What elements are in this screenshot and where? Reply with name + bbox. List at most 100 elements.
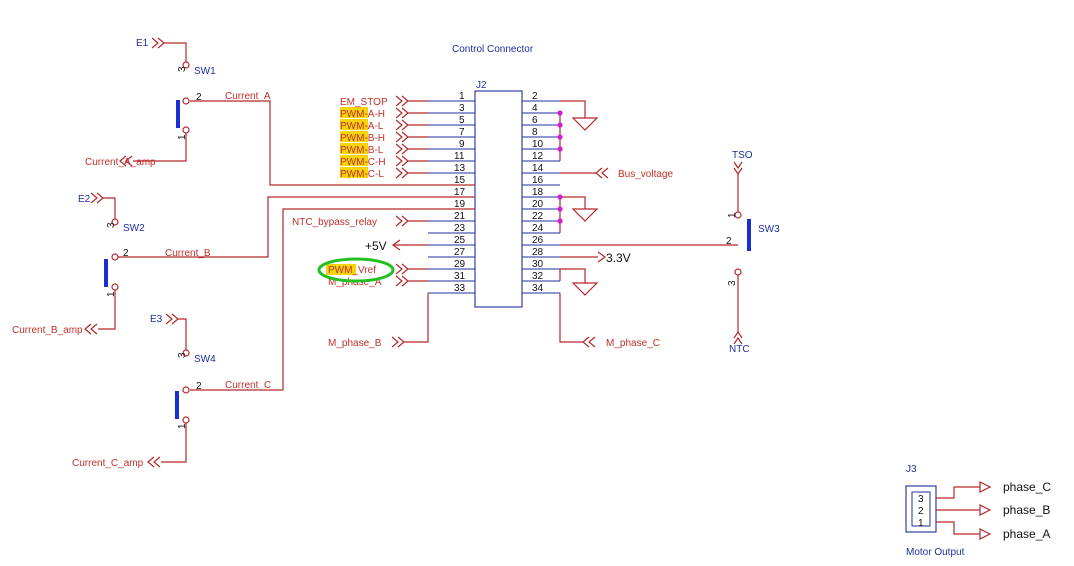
j2-left-pin-stubs [428,100,475,294]
pin-number: 3 [177,352,188,358]
pin-number: 15 [454,175,466,186]
sw3-ref: SW3 [758,224,780,235]
j2-right-pin-numbers: 2 4 6 8 10 12 14 16 18 20 22 24 26 28 30… [532,91,544,294]
annotation-circle [317,257,395,283]
net-label-m-phase-b: M_phase_B [328,338,382,349]
pin-number: 4 [532,103,538,114]
pin-number: 17 [454,187,466,198]
pin-number: 31 [454,271,466,282]
sw2-ref: SW2 [123,223,145,234]
pin-number: 30 [532,259,544,270]
pin-number: 1 [106,291,117,297]
switch-sw4: E3 SW4 Current_C Current_C_amp 3 2 1 [72,313,271,469]
pin-number: 2 [918,506,924,517]
v33-arrow [560,251,607,263]
net-label-pwm-vref: PWM_Vref [328,265,376,276]
m-phase-c-wire [559,293,596,348]
sw4-out-label: Current_C [225,380,271,391]
current-routing-wires [117,100,475,391]
sw2-in-label: E2 [78,194,91,205]
pwm-highlights [326,107,368,275]
pin-number: 27 [454,247,466,258]
right-ground-wiring [559,100,586,283]
sw3-bottom-label: NTC [729,344,750,355]
pin-number: 5 [459,115,465,126]
pin-number: 3 [177,66,188,72]
pin-number: 12 [532,151,544,162]
pin-number: 21 [454,211,466,222]
pin-number: 28 [532,247,544,258]
pin-number: 23 [454,223,466,234]
j3-caption: Motor Output [906,547,965,558]
sw4-in-label: E3 [150,314,163,325]
pin-number: 3 [727,280,738,286]
pin-number: 1 [727,212,738,218]
sw3-top-label: TSO [732,150,753,161]
m-phase-b-wire [391,293,429,348]
bus-voltage-flag [560,167,609,179]
sw4-ref: SW4 [194,354,216,365]
j3-connector: J3 3 2 1 phase_C phase_B phase_A Motor O… [905,464,1051,558]
pin-number: 2 [532,91,538,102]
sw4-amp-label: Current_C_amp [72,458,144,469]
pin-number: 9 [459,139,465,150]
pin-number: 3 [918,494,924,505]
sw1-amp-label: Current_A_amp [85,157,156,168]
net-label-pwm-c-l: PWM-C-L [340,169,384,180]
switch-sw1: E1 SW1 Current_A Current_A_amp 3 2 1 [85,37,271,168]
pin-number: 24 [532,223,544,234]
switch-sw3: TSO NTC SW3 1 2 3 [726,150,780,355]
pin-number: 2 [196,381,202,392]
pin-number: 1 [459,91,465,102]
net-label-pwm-a-h: PWM-A-H [340,109,385,120]
pin-number: 1 [177,134,188,140]
pin-number: 20 [532,199,544,210]
j3-ref: J3 [906,464,917,475]
sw2-amp-label: Current_B_amp [12,325,83,336]
connector-ref: J2 [476,80,487,91]
pin-number: 1 [177,423,188,429]
pin-number: 16 [532,175,544,186]
connector-title: Control Connector [452,44,534,55]
pin-number: 3 [459,103,465,114]
power-label-5v: +5V [365,239,387,253]
sw1-out-label: Current_A [225,91,271,102]
net-label-m-phase-c: M_phase_C [606,338,660,349]
pin-number: 7 [459,127,465,138]
net-label-bus-voltage: Bus_voltage [618,169,673,180]
left-net-flags [391,95,428,287]
switch-sw2: E2 SW2 Current_B Current_B_amp 3 2 1 [12,192,211,336]
pin-number: 11 [454,151,465,162]
pin-number: 22 [532,211,544,222]
pin-number: 2 [123,248,129,259]
left-net-labels: EM_STOP PWM-A-H PWM-A-L PWM-B-H PWM-B-L … [292,97,388,288]
pin-number: 2 [726,236,732,247]
pin-number: 29 [454,259,466,270]
power-label-3v3: 3.3V [606,251,631,265]
ground-symbols [571,117,599,296]
sw1-in-label: E1 [136,38,149,49]
pin-number: 13 [454,163,466,174]
net-label-pwm-a-l: PWM-A-L [340,121,384,132]
net-label-pwm-b-l: PWM-B-L [340,145,384,156]
pin-number: 25 [454,235,466,246]
junction-dots [557,110,563,224]
net-label-em-stop: EM_STOP [340,97,388,108]
net-label-pwm-c-h: PWM-C-H [340,157,386,168]
pin-number: 6 [532,115,538,126]
j3-net-phase-c: phase_C [1003,480,1051,494]
sw1-ref: SW1 [194,66,216,77]
pin-number: 14 [532,163,544,174]
pin-number: 18 [532,187,544,198]
net-label-pwm-b-h: PWM-B-H [340,133,385,144]
pin-number: 26 [532,235,544,246]
pin-number: 33 [454,283,466,294]
j3-net-phase-b: phase_B [1003,503,1050,517]
pin-number: 32 [532,271,544,282]
pin-number: 1 [918,518,924,529]
j3-net-phase-a: phase_A [1003,527,1050,541]
pin-number: 3 [106,222,117,228]
net-label-ntc-bypass-relay: NTC_bypass_relay [292,217,377,228]
j2-right-pin-stubs [522,100,560,294]
